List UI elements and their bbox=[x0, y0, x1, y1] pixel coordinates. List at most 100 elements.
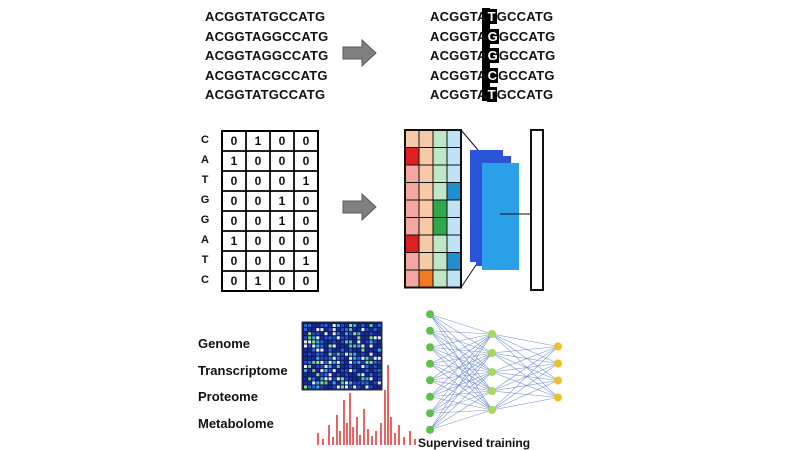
heatmap-spot bbox=[332, 381, 336, 385]
heatmap-spot bbox=[361, 340, 365, 344]
heatmap-spot bbox=[320, 360, 324, 364]
heatmap-spot bbox=[316, 336, 320, 340]
heatmap-spot bbox=[332, 373, 336, 377]
matrix-value: 0 bbox=[303, 234, 310, 248]
network-edge bbox=[429, 371, 493, 414]
heatmap-spot bbox=[328, 348, 332, 352]
network-edge bbox=[429, 333, 493, 348]
sequence-suffix: GCCATG bbox=[496, 9, 554, 24]
heatmap-spot bbox=[312, 328, 316, 332]
heatmap-spot bbox=[324, 340, 328, 344]
network-edge bbox=[429, 314, 493, 411]
heatmap-spot bbox=[340, 348, 344, 352]
matrix-value: 1 bbox=[303, 254, 310, 268]
heatmap-spot bbox=[357, 373, 361, 377]
heatmap-spot bbox=[349, 328, 353, 332]
heatmap-spot bbox=[328, 340, 332, 344]
matrix-cell bbox=[293, 270, 319, 292]
heatmap-spot bbox=[308, 360, 312, 364]
heatmap-spot bbox=[373, 328, 377, 332]
heatmap-spot bbox=[316, 328, 320, 332]
network-edge bbox=[429, 330, 493, 354]
heatmap-spot bbox=[373, 324, 377, 327]
heatmap-spot bbox=[304, 377, 307, 381]
omics-label: Proteome bbox=[198, 389, 258, 404]
heatmap-spot bbox=[320, 348, 324, 352]
heatmap-spot bbox=[312, 332, 316, 336]
heatmap-spot bbox=[312, 360, 316, 364]
network-edge bbox=[491, 333, 559, 364]
network-edge bbox=[429, 371, 493, 381]
heatmap-spot bbox=[336, 324, 340, 327]
heatmap-spot bbox=[316, 340, 320, 344]
matrix-value: 0 bbox=[255, 154, 262, 168]
heatmap-spot bbox=[345, 360, 348, 364]
heatmap-spot bbox=[336, 373, 340, 377]
heatmap-spot bbox=[332, 369, 336, 373]
heatmap-spot bbox=[328, 360, 332, 364]
heatmap-spot bbox=[336, 340, 340, 344]
heatmap-spot bbox=[345, 373, 348, 377]
heatmap-spot bbox=[336, 365, 340, 368]
heatmap-spot bbox=[345, 332, 348, 336]
network-edge bbox=[429, 330, 493, 411]
heatmap-spot bbox=[369, 381, 373, 385]
heatmap-spot bbox=[312, 377, 316, 381]
heatmap-spot bbox=[357, 356, 361, 360]
network-edge bbox=[429, 330, 493, 335]
heatmap-spot bbox=[308, 324, 312, 327]
heatmap-spot bbox=[345, 377, 348, 381]
heatmap-spot bbox=[365, 381, 369, 385]
base-label: C bbox=[201, 134, 209, 146]
sequence-original: ACGGTACGCCATG bbox=[205, 67, 328, 83]
network-edge bbox=[491, 363, 559, 411]
heatmap-spot bbox=[320, 385, 324, 389]
heatmap-spot bbox=[361, 352, 365, 356]
feature-cell bbox=[432, 164, 448, 183]
network-node bbox=[554, 376, 562, 385]
heatmap-spot bbox=[304, 369, 307, 373]
heatmap-spot bbox=[373, 381, 377, 385]
matrix-value: 0 bbox=[231, 254, 238, 268]
heatmap-spot bbox=[304, 373, 307, 377]
heatmap-spot bbox=[377, 365, 381, 368]
network-edge bbox=[429, 379, 493, 411]
heatmap-spot bbox=[340, 344, 344, 348]
heatmap-spot bbox=[373, 348, 377, 352]
heatmap-spot bbox=[304, 381, 307, 385]
heatmap-spot bbox=[304, 360, 307, 364]
sequence-aligned: ACGGTACGCCATG bbox=[430, 67, 555, 83]
matrix-value: 1 bbox=[231, 234, 238, 248]
heatmap-spot bbox=[345, 356, 348, 360]
network-edge bbox=[429, 363, 493, 373]
sequence-original: ACGGTAGGCCATG bbox=[205, 48, 329, 63]
matrix-value: 0 bbox=[303, 154, 310, 168]
heatmap-spot bbox=[332, 336, 336, 340]
heatmap-spot bbox=[324, 328, 328, 332]
heatmap-spot bbox=[377, 385, 381, 389]
network-edge bbox=[429, 390, 493, 414]
heatmap-spot bbox=[328, 377, 332, 381]
network-edge bbox=[429, 314, 493, 373]
filter-layer-front bbox=[482, 163, 519, 270]
heatmap-spot bbox=[328, 328, 332, 332]
network-edge bbox=[429, 352, 493, 381]
heatmap-spot bbox=[373, 373, 377, 377]
network-node bbox=[426, 326, 434, 335]
network-edge bbox=[429, 363, 493, 392]
heatmap-spot bbox=[332, 360, 336, 364]
heatmap-spot bbox=[336, 344, 340, 348]
feature-cell bbox=[404, 269, 420, 288]
base-label: T bbox=[201, 174, 209, 186]
heatmap-spot bbox=[377, 381, 381, 385]
network-edge bbox=[429, 333, 493, 365]
heatmap-spot bbox=[377, 344, 381, 348]
heatmap-spot bbox=[349, 352, 353, 356]
heatmap-spot bbox=[312, 385, 316, 389]
heatmap-spot bbox=[308, 344, 312, 348]
heatmap-spot bbox=[353, 369, 357, 373]
heatmap-spot bbox=[336, 369, 340, 373]
heatmap-spot bbox=[369, 377, 373, 381]
heatmap-spot bbox=[377, 336, 381, 340]
heatmap-spot bbox=[308, 348, 312, 352]
